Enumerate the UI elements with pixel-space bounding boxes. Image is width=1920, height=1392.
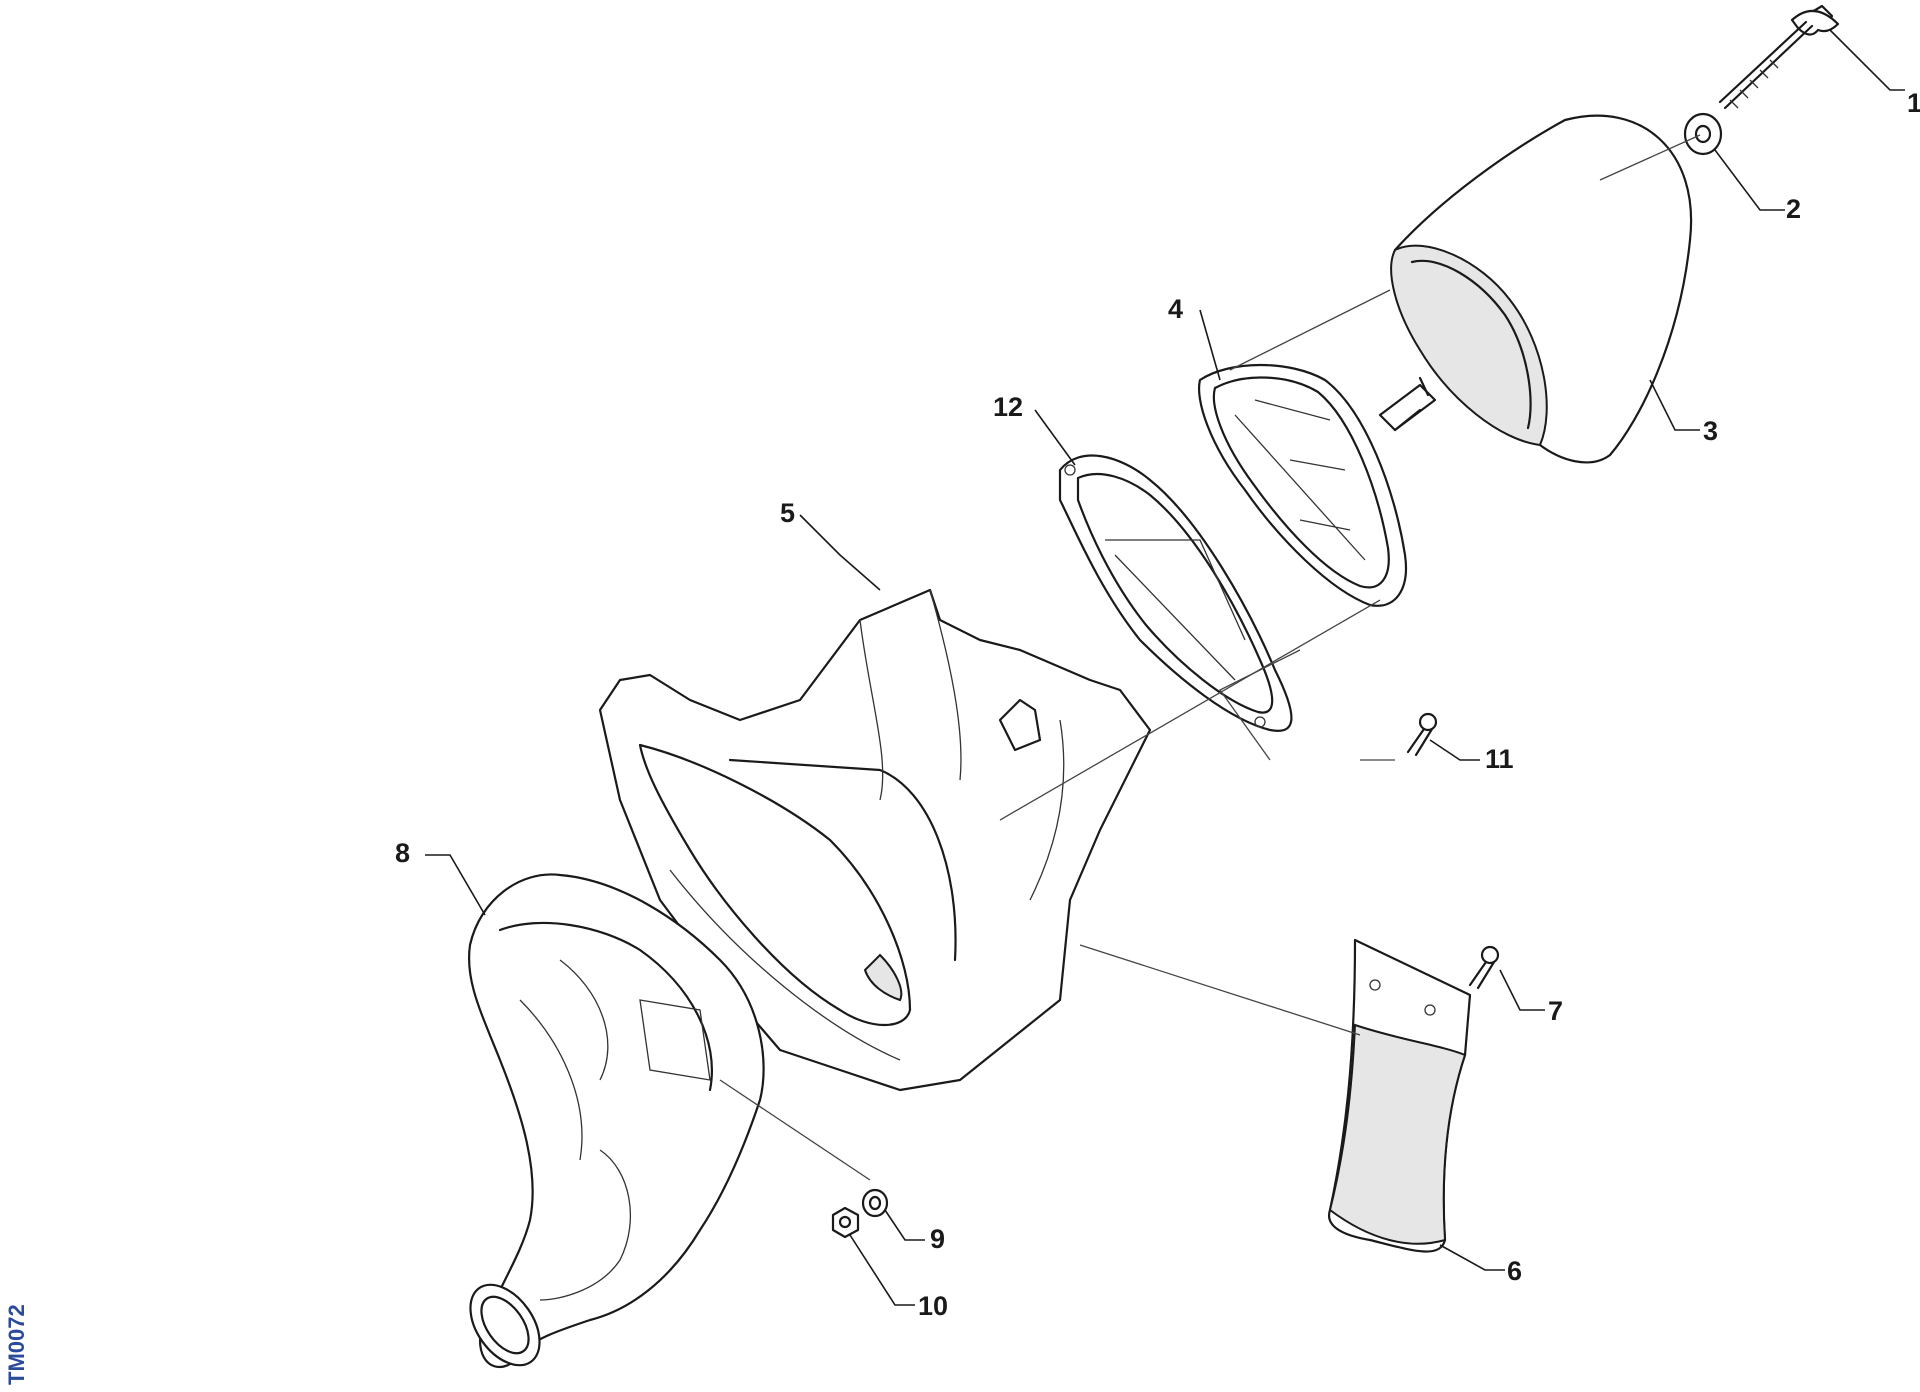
callout-9: 9	[930, 1224, 945, 1254]
reference-code: TM0072	[4, 1304, 29, 1385]
callout-5: 5	[780, 498, 795, 528]
part-2-washer	[1683, 112, 1723, 156]
part-7-screw	[1468, 945, 1500, 990]
part-6-mud-guard	[1327, 938, 1472, 1253]
leader-lines	[425, 29, 1905, 1306]
callout-8: 8	[395, 838, 410, 868]
part-10-nut	[831, 1206, 860, 1239]
callout-1: 1	[1907, 88, 1920, 118]
part-9-washer	[861, 1188, 889, 1218]
callout-6: 6	[1507, 1256, 1522, 1286]
callout-7: 7	[1548, 996, 1563, 1026]
part-4-filter-cage	[1198, 363, 1437, 607]
callout-4: 4	[1168, 294, 1183, 324]
part-5-air-box	[598, 588, 1152, 1092]
part-11-screw	[1406, 712, 1438, 757]
callout-3: 3	[1703, 416, 1718, 446]
part-12-gasket	[1058, 454, 1293, 732]
part-1-wing-bolt	[1718, 4, 1840, 110]
callout-12: 12	[993, 392, 1023, 422]
part-3-air-filter	[1390, 114, 1693, 464]
callout-10: 10	[918, 1291, 948, 1321]
assembly-lines	[719, 134, 1701, 1181]
callout-2: 2	[1786, 194, 1801, 224]
callout-labels: 1 2 3 4 12 5 8 11 7 6 9 10	[395, 88, 1920, 1321]
callout-11: 11	[1485, 744, 1514, 774]
part-8-intake-duct	[467, 873, 765, 1368]
